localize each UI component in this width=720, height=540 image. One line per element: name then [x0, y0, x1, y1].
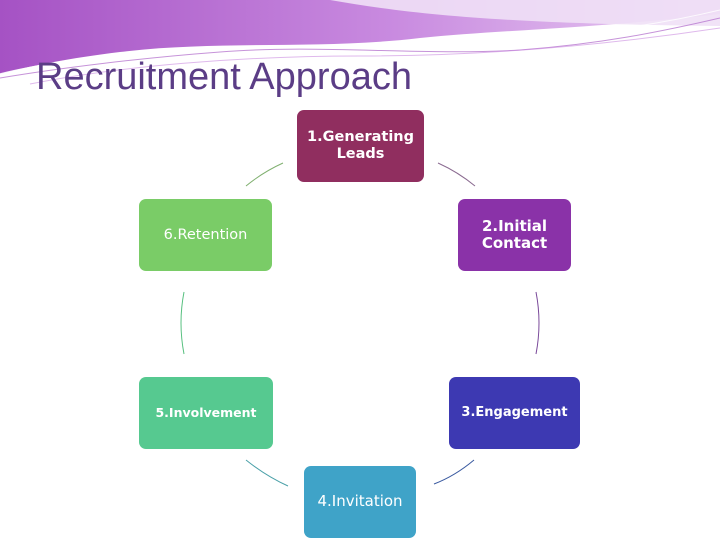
cycle-step-generating-leads: 1.Generating Leads	[297, 110, 424, 182]
connector-1-2	[438, 163, 475, 186]
connector-4-5	[246, 460, 288, 486]
cycle-step-involvement: 5.Involvement	[139, 377, 273, 449]
cycle-step-engagement: 3.Engagement	[449, 377, 580, 449]
cycle-step-invitation: 4.Invitation	[304, 466, 416, 538]
connector-3-4	[434, 460, 474, 484]
cycle-step-initial-contact: 2.Initial Contact	[458, 199, 571, 271]
cycle-step-label: 2.Initial Contact	[462, 218, 567, 253]
connector-6-1	[246, 163, 283, 186]
connector-2-3	[536, 292, 539, 354]
cycle-step-label: 1.Generating Leads	[301, 129, 420, 162]
cycle-step-label: 6.Retention	[164, 227, 248, 244]
cycle-step-label: 4.Invitation	[317, 493, 402, 510]
cycle-step-label: 3.Engagement	[461, 406, 567, 421]
cycle-step-retention: 6.Retention	[139, 199, 272, 271]
cycle-step-label: 5.Involvement	[155, 406, 256, 420]
connector-5-6	[181, 292, 184, 354]
